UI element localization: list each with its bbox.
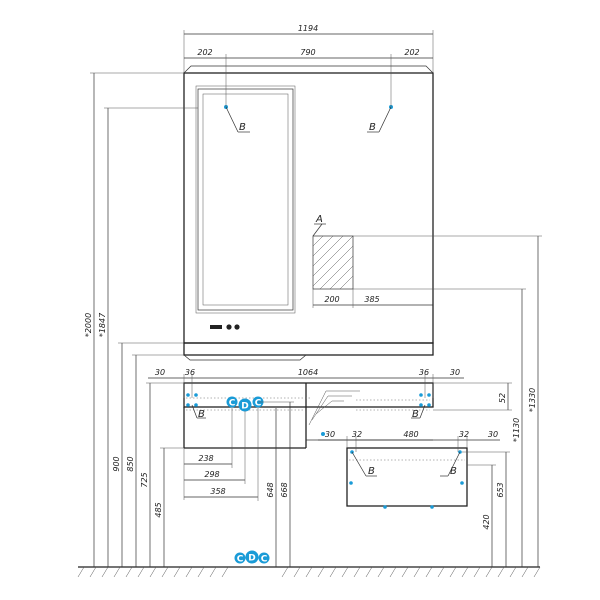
dim-h-1330: *1330 [528, 388, 537, 412]
dim-left-offset: 30 [155, 368, 165, 377]
dim-h-900: 900 [112, 456, 121, 471]
callout-b-label: B [412, 409, 419, 420]
connection-d-icon [238, 398, 252, 412]
dim-left-side: 202 [197, 48, 212, 57]
mount-point-icon [460, 481, 464, 485]
connection-c-label: C [261, 555, 268, 565]
dim-h-653: 653 [496, 482, 505, 497]
connection-c-icon [258, 552, 270, 564]
dim-drawer-right-gap: 30 [488, 430, 498, 439]
control-panel-icon [210, 325, 222, 329]
vertical-dimensions-right: *1330 *1130 52 653 420 [353, 235, 542, 567]
dim-h-420: 420 [482, 514, 491, 529]
dim-shelf-width: 200 [324, 295, 339, 304]
callout-b-label: B [198, 409, 205, 420]
callout-b-label: B [369, 122, 376, 133]
connection-c-label: C [229, 399, 236, 409]
mirror-cabinet [183, 65, 434, 344]
dim-h-648: 648 [266, 482, 275, 497]
dim-h-485: 485 [154, 502, 163, 517]
dim-right-side: 202 [404, 48, 419, 57]
mount-point-icon [194, 393, 198, 397]
callout-b-label: B [368, 466, 375, 477]
callout-b-label: B [450, 466, 457, 477]
mount-point-icon [194, 403, 198, 407]
touch-button-icon [226, 324, 232, 330]
dim-h-725: 725 [140, 472, 149, 487]
connection-c-label: C [237, 555, 244, 565]
horizontal-dimensions: 1194 202 790 202 200 385 30 36 1064 36 3… [148, 24, 500, 501]
mount-point-icon [383, 505, 387, 509]
connection-c-icon [234, 552, 246, 564]
connection-d-label: D [248, 554, 255, 564]
mount-point-icon [419, 403, 423, 407]
dim-overall-width: 1194 [298, 24, 318, 33]
dim-298: 298 [204, 470, 219, 479]
section-a-label: A [315, 214, 323, 225]
mount-point-icon [186, 403, 190, 407]
dim-left-inner: 36 [185, 368, 195, 377]
dim-drawer-width: 480 [403, 430, 418, 439]
connection-d-icon [245, 550, 259, 564]
connection-d-label: D [241, 402, 248, 412]
connection-c-label: C [255, 399, 262, 409]
dim-right-offset: 30 [450, 368, 460, 377]
callout-b-label: B [239, 122, 246, 133]
dim-drawer-right-inner: 32 [459, 430, 469, 439]
touch-button-icon [234, 324, 240, 330]
mount-point-icon [430, 505, 434, 509]
dim-h-1847: *1847 [98, 312, 107, 337]
mount-point-icon [427, 403, 431, 407]
dim-shelf-offset: 385 [364, 295, 379, 304]
mount-point-icon [419, 393, 423, 397]
dim-drawer-left-gap: 30 [325, 430, 335, 439]
dim-right-inner: 36 [419, 368, 429, 377]
mount-point-icon [321, 432, 325, 436]
dim-vanity-width: 1064 [298, 368, 318, 377]
dim-h-668: 668 [280, 482, 289, 497]
dim-drawer-top-gap: 52 [498, 393, 507, 403]
vertical-dimensions-left: *2000 *1847 900 850 725 485 648 668 [84, 72, 294, 567]
callout-b: B B B B B B A [191, 106, 461, 477]
dim-h-1130: *1130 [512, 418, 521, 442]
mount-point-icon [349, 481, 353, 485]
dim-drawer-left-inner: 32 [352, 430, 362, 439]
mount-point-icon [427, 393, 431, 397]
dim-h-2000: *2000 [84, 313, 93, 337]
floor [77, 566, 541, 578]
connection-badges-bottom: C D C [234, 550, 270, 565]
dim-238: 238 [198, 454, 213, 463]
mount-points [186, 105, 464, 509]
section-a-hatch [312, 223, 354, 290]
dim-mirror-center: 790 [300, 48, 315, 57]
connection-c-icon [226, 396, 238, 408]
mount-point-icon [186, 393, 190, 397]
dim-358: 358 [210, 487, 225, 496]
dim-h-850: 850 [126, 456, 135, 471]
